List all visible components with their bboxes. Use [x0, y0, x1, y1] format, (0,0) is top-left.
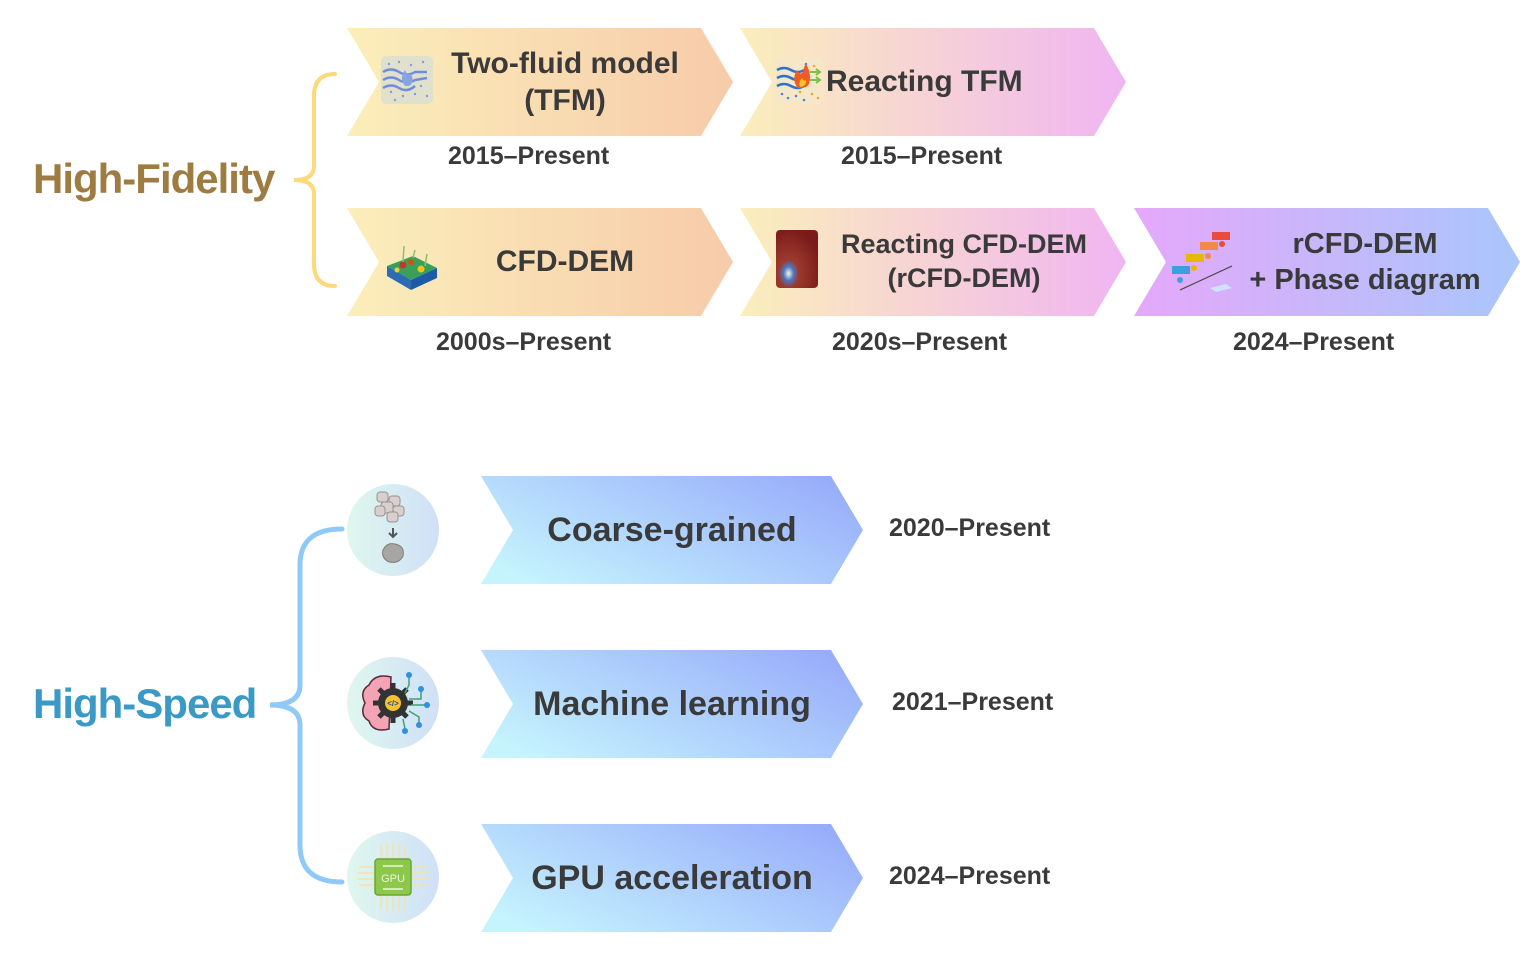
high-fidelity-brace [293, 72, 337, 288]
chevron-cfd-dem: CFD-DEM [347, 208, 733, 316]
chevron-two-fluid-model: Two-fluid model (TFM) [347, 28, 733, 136]
chevron-machine-learning: Machine learning [481, 650, 863, 758]
chevron-gpu-acceleration: GPU acceleration [481, 824, 863, 932]
reacting-tfm-title: Reacting TFM [826, 65, 1023, 99]
coarse-grained-years: 2020–Present [889, 514, 1051, 542]
cfd-dem-years: 2000s–Present [436, 328, 612, 356]
machine-learning-icon: </> [347, 657, 439, 749]
coarse-grained-title: Coarse-grained [547, 510, 797, 549]
chevron-reacting-tfm: Reacting TFM [740, 28, 1126, 136]
chevron-coarse-grained: Coarse-grained [481, 476, 863, 584]
gpu-icon: GPU [347, 831, 439, 923]
tfm-title-line1: Two-fluid model [451, 46, 679, 80]
gpu-icon-text: GPU [381, 873, 405, 885]
high-speed-brace [269, 526, 345, 885]
reacting-tfm-years: 2015–Present [841, 142, 1003, 170]
high-fidelity-label: High-Fidelity [33, 155, 275, 202]
reacting-tfm-icon [776, 58, 824, 104]
gpu-acceleration-years: 2024–Present [889, 862, 1051, 890]
machine-learning-title: Machine learning [533, 684, 811, 723]
reacting-cfd-dem-years: 2020s–Present [832, 328, 1008, 356]
tfm-title-line2: (TFM) [524, 84, 606, 117]
chevron-rcfd-dem-phase-diagram: rCFD-DEM + Phase diagram [1134, 208, 1520, 316]
phase-diagram-years: 2024–Present [1233, 328, 1395, 356]
high-speed-label: High-Speed [33, 680, 257, 727]
reacting-cfd-dem-icon [776, 230, 818, 288]
tfm-years: 2015–Present [448, 142, 610, 170]
phase-diagram-icon [1170, 230, 1236, 294]
machine-learning-years: 2021–Present [892, 688, 1054, 716]
reacting-cfd-dem-title-line1: Reacting CFD-DEM [840, 229, 1087, 260]
cfd-dem-title: CFD-DEM [495, 245, 635, 279]
reacting-cfd-dem-title-line2: (rCFD-DEM) [887, 263, 1041, 293]
chevron-reacting-cfd-dem: Reacting CFD-DEM (rCFD-DEM) [740, 208, 1126, 316]
gpu-acceleration-title: GPU acceleration [531, 858, 813, 897]
two-fluid-icon [381, 56, 433, 104]
phase-diagram-title-line2: + Phase diagram [1249, 264, 1481, 296]
coarse-grained-icon [347, 484, 439, 576]
phase-diagram-title-line1: rCFD-DEM [1292, 227, 1438, 260]
cfd-dem-icon [383, 236, 439, 292]
svg-text:</>: </> [387, 699, 399, 708]
